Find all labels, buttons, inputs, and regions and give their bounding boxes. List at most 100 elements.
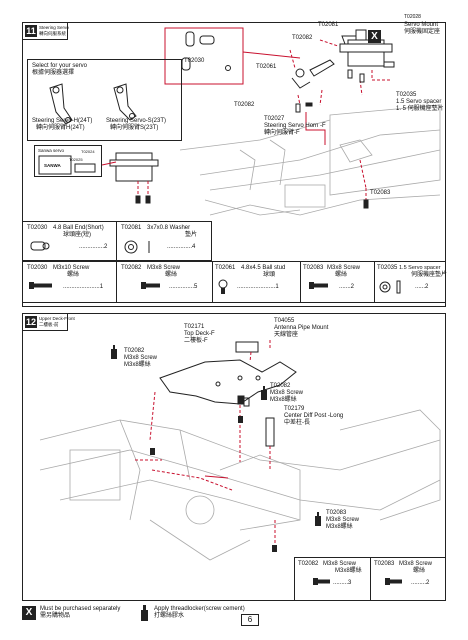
step-number: 12 [25,316,37,328]
callout-t02028-code: T02028 [404,14,421,20]
part-cell: T02083 M3x8 Screw 螺絲 .......2 [301,262,375,302]
parts-table-step-11-row-2: T02030 M3x10 Screw 螺絲 ..................… [22,261,448,303]
callout-t02082-right-code: T02082 [270,383,291,389]
purchase-separately-mark: X [368,30,381,43]
callout-t02027-code: T02027 [264,116,285,122]
servo-horn-link [291,59,335,89]
servo-select-title-zh: 根據伺服器選擇 [32,70,75,76]
footer-glue-zh: 打螺絲膠水 [154,613,185,619]
part-code: T02083 [374,561,395,567]
step-11-badge: 11 Steering Servo 轉向伺服系統 [22,22,69,40]
chassis-outline [179,104,441,216]
step-11-panel [22,22,446,307]
step-12-badge: 12 Upper Deck-Front 二樓板-前 [22,313,75,331]
sanwa-servo-drawing [38,155,96,175]
part-cell: T02083 M3x8 Screw 螺絲 .........2 [371,558,447,600]
callout-t02179-en: Center Diff Post -Long [284,413,344,419]
screw-icon [313,578,330,585]
part-name-en: 1.5 Servo spacer [399,265,441,271]
sanwa-code-2: T02025 [69,157,83,162]
part-name-zh: 伺服機座墊片 [411,272,448,278]
part-name-en: 3x7x0.8 Washer [147,225,191,231]
callout-t02061: T02061 [256,64,277,70]
sanwa-title: Sanwa servo [38,148,65,153]
part-qty: .........3 [333,580,352,586]
parts-table-step-11-row-1: T02030 4.8 Ball End(Short) 球頭座(短) ......… [22,221,212,261]
screw-icon [309,282,328,289]
sanwa-brand: SANWA [44,163,61,168]
callout-t02027-en: Steering Servo Horn -F [264,123,326,129]
parts-table-step-12: T02082 M3x8 Screw M3x8螺絲 .........3 T020… [294,557,446,601]
callout-t04055-code: T04055 [274,318,295,324]
part-name-zh: M3x8螺絲 [335,568,362,574]
callout-t02083-en: M3x8 Screw [326,517,360,523]
part-qty: .......................1 [237,284,279,290]
callout-t02179-zh: 中差柱-長 [284,420,310,426]
callout-t02035-code: T02035 [396,92,417,98]
part-qty: .........2 [411,580,430,586]
part-name-zh: 球頭 [263,272,276,278]
part-qty: ...............4 [167,244,196,250]
step-title-en: Steering Servo [39,25,69,30]
sanwa-code-1: T02024 [81,149,95,154]
callout-t02082-left-code: T02082 [124,348,145,354]
callout-t02035-en: 1.5 Servo spacer [396,99,442,105]
threadlocker-icon [260,386,268,400]
page-number-text: 6 [247,615,253,624]
servo-option-h-zh: 轉向伺服臂H(24T) [36,125,85,131]
center-diff-post [237,395,275,447]
part-name-en: M3x8 Screw [323,561,357,567]
part-code: T02083 [303,265,324,271]
threadlocker-icon [140,605,149,621]
threadlocker-icon [110,345,118,359]
part-cell: T02030 M3x10 Screw 螺絲 ..................… [23,262,117,302]
callout-t02082-left-en: M3x8 Screw [124,355,158,361]
part-name-en: M3x8 Screw [147,265,181,271]
callout-t04055-zh: 天線管座 [274,332,299,338]
chassis-outline [39,409,441,561]
sanwa-servo-inset: Sanwa servo SANWA T02024 T02025 [34,145,102,177]
spacer-icon [379,280,401,294]
callout-t02083: T02083 [370,190,391,196]
part-code: T02081 [121,225,142,231]
callout-t02083-zh: M3x8螺絲 [326,524,353,530]
servo-option-s-en: Steering Servo-S(23T) [106,118,167,124]
part-name-en: M3x8 Screw [399,561,433,567]
servo-select-inset: Select for your servo 根據伺服器選擇 Steering S… [27,59,182,141]
footer-purchase-en: Must be purchased separately [40,606,121,612]
callout-t02028-en: Servo Mount [404,22,439,28]
callout-t02028-zh: 伺服機固定座 [404,29,441,35]
part-name-zh: 螺絲 [67,272,80,278]
washer-icon [124,240,150,254]
part-name-zh: 螺絲 [335,272,348,278]
part-qty: ......................1 [63,284,104,290]
ball-end-detail-box [164,27,244,85]
callout-t02171-en: Top Deck-F [184,331,215,337]
callout-t02035-zh: 1. 5 伺服機座墊片 [396,106,444,112]
part-qty: ...............2 [79,244,108,250]
footer-glue-en: Apply threadlocker(screw cement) [154,606,245,612]
servo-horn-options-drawing [49,83,137,125]
threadlocker-icon [314,512,322,526]
callout-t02081: T02081 [318,22,339,28]
callout-t02082-left-zh: M3x8螺絲 [124,362,151,368]
callout-t02083-code: T02083 [326,510,347,516]
part-name-en: M3x10 Screw [53,265,90,271]
part-code: T02035 [377,265,398,271]
servo-body [339,29,395,68]
step-12-screws [150,416,277,552]
servo-select-title-en: Select for your servo [32,63,88,69]
step-12-panel [22,313,446,601]
callout-t02171-zh: 二樓板-F [184,338,208,344]
callout-t02082-right-en: M3x8 Screw [270,390,304,396]
part-code: T02082 [121,265,142,271]
screw-icon [29,282,52,289]
part-cell: T02082 M3x8 Screw 螺絲 ...............5 [117,262,213,302]
callout-t02082-top: T02082 [292,35,313,41]
part-cell: T02081 3x7x0.8 Washer 墊片 ...............… [117,222,213,260]
servo-screws [295,69,369,209]
callout-t02082-right-zh: M3x8螺絲 [270,397,297,403]
callout-t04055-en: Antenna Pipe Mount [274,325,329,331]
servo-option-h-en: Steering Servo-H(24T) [32,118,93,124]
